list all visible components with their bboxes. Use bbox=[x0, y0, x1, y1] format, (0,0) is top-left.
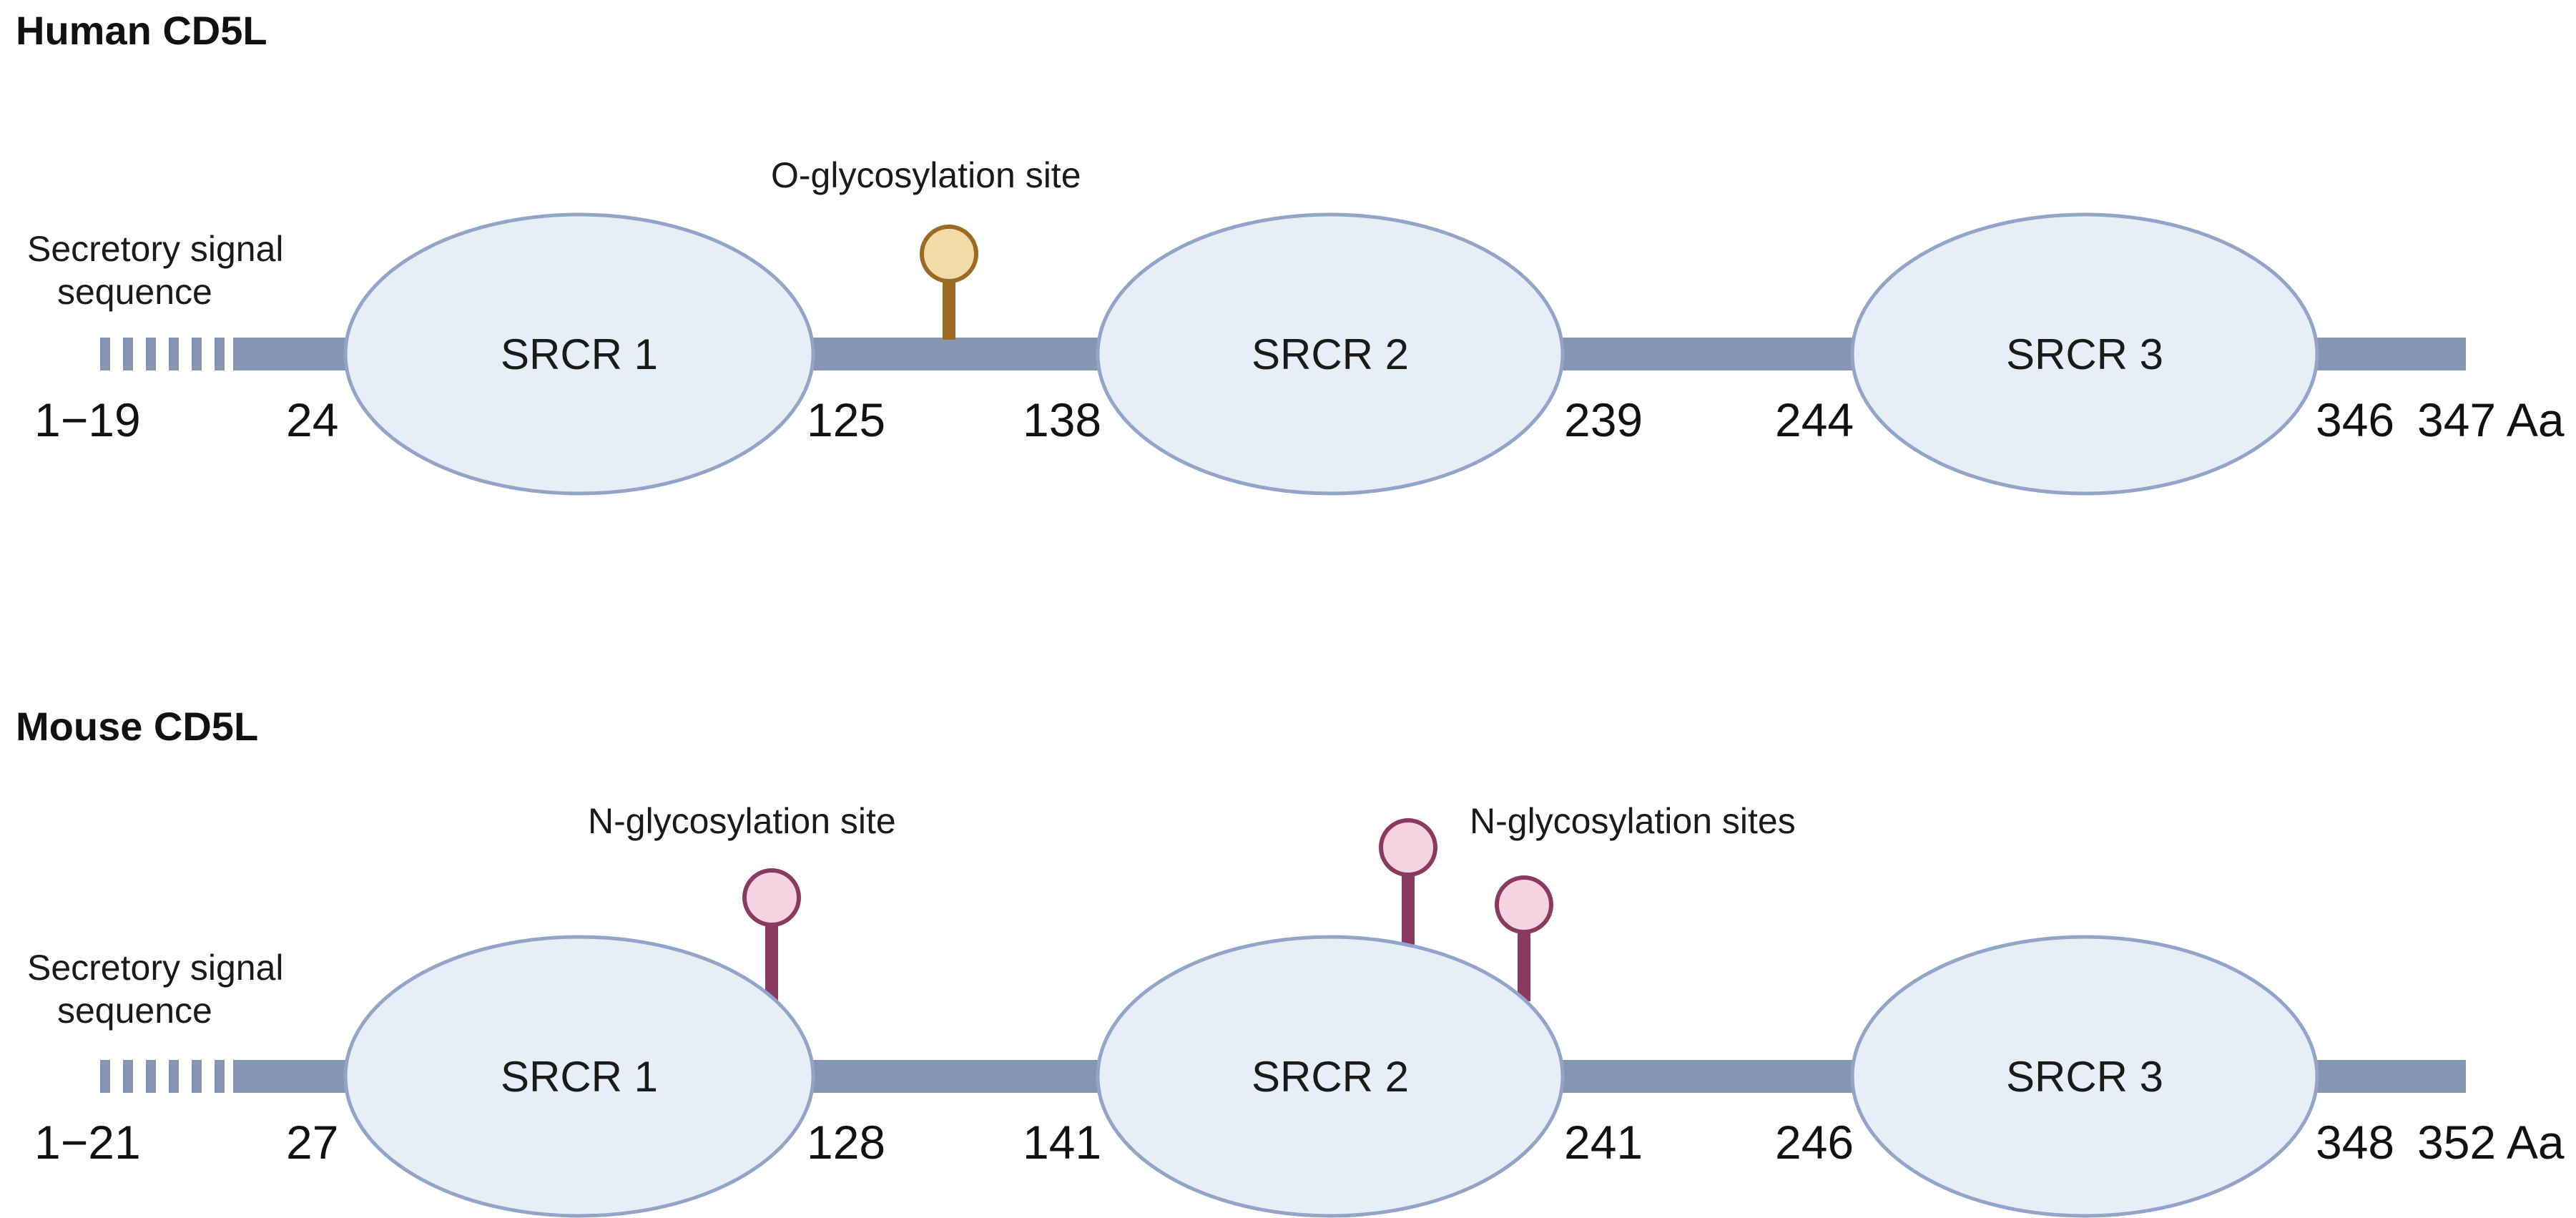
mouse-pos-27: 27 bbox=[286, 1116, 338, 1169]
signal-dash bbox=[123, 1060, 133, 1093]
mouse-pos-348: 348 bbox=[2316, 1116, 2394, 1169]
signal-dash bbox=[100, 338, 110, 370]
signal-dash bbox=[192, 1060, 202, 1093]
human-signal-label-line1: Secretory signal bbox=[27, 229, 284, 269]
human-srcr3-label: SRCR 3 bbox=[2006, 330, 2163, 378]
mouse-signal-range: 1−21 bbox=[34, 1116, 141, 1169]
signal-dash bbox=[169, 1060, 179, 1093]
signal-dash bbox=[215, 1060, 225, 1093]
mouse-n-glyco-label-single: N-glycosylation site bbox=[588, 801, 896, 841]
mouse-srcr2-domain bbox=[1096, 935, 1565, 1218]
mouse-pos-241: 241 bbox=[1564, 1116, 1643, 1169]
human-srcr2-label: SRCR 2 bbox=[1252, 330, 1409, 378]
human-pos-125: 125 bbox=[807, 393, 885, 446]
human-o-glycosylation-marker bbox=[920, 225, 978, 340]
o-glyco-head-icon bbox=[920, 225, 978, 283]
signal-dash bbox=[100, 1060, 110, 1093]
human-signal-label-line2: sequence bbox=[57, 272, 212, 312]
signal-dash bbox=[146, 338, 156, 370]
signal-dash bbox=[123, 338, 133, 370]
human-cd5l-panel: Human CD5L Secretory signal sequence O-g… bbox=[16, 8, 2565, 496]
mouse-srcr2-label: SRCR 2 bbox=[1252, 1053, 1409, 1101]
human-pos-244: 244 bbox=[1775, 393, 1854, 446]
mouse-srcr3-domain bbox=[1850, 935, 2319, 1218]
human-srcr1-label: SRCR 1 bbox=[501, 330, 658, 378]
human-srcr2-domain bbox=[1096, 212, 1565, 496]
n-glyco-head-icon bbox=[742, 868, 801, 927]
mouse-pos-246: 246 bbox=[1775, 1116, 1854, 1169]
mouse-srcr1-domain bbox=[343, 935, 815, 1218]
signal-dash bbox=[146, 1060, 156, 1093]
n-glyco-stalk bbox=[1402, 869, 1415, 948]
signal-dash bbox=[169, 338, 179, 370]
human-title: Human CD5L bbox=[16, 8, 267, 53]
n-glyco-stalk bbox=[1518, 930, 1530, 1001]
human-pos-346: 346 bbox=[2316, 393, 2394, 446]
mouse-signal-label-line2: sequence bbox=[57, 991, 212, 1031]
n-glyco-head-icon bbox=[1379, 818, 1437, 877]
human-pos-138: 138 bbox=[1023, 393, 1101, 446]
mouse-signal-label-line1: Secretory signal bbox=[27, 948, 284, 988]
signal-dash bbox=[192, 338, 202, 370]
mouse-cd5l-panel: Mouse CD5L Secretory signal sequence SRC… bbox=[16, 704, 2565, 1218]
human-srcr3-domain bbox=[1850, 212, 2319, 496]
mouse-end-position: 352 Aa bbox=[2417, 1116, 2565, 1169]
mouse-n-glyco-label-multi: N-glycosylation sites bbox=[1470, 801, 1796, 841]
n-glyco-head-icon bbox=[1495, 875, 1553, 934]
mouse-pos-141: 141 bbox=[1023, 1116, 1101, 1169]
mouse-srcr3-label: SRCR 3 bbox=[2006, 1053, 2163, 1101]
human-o-glyco-label: O-glycosylation site bbox=[771, 155, 1081, 195]
mouse-signal-peptide bbox=[100, 1060, 225, 1093]
o-glyco-stalk bbox=[943, 275, 955, 340]
human-signal-peptide bbox=[100, 338, 225, 370]
human-pos-239: 239 bbox=[1564, 393, 1643, 446]
human-srcr1-domain bbox=[343, 212, 815, 496]
human-pos-24: 24 bbox=[286, 393, 338, 446]
mouse-srcr1-label: SRCR 1 bbox=[501, 1053, 658, 1101]
signal-dash bbox=[215, 338, 225, 370]
mouse-pos-128: 128 bbox=[807, 1116, 885, 1169]
human-signal-range: 1−19 bbox=[34, 393, 141, 446]
human-end-position: 347 Aa bbox=[2417, 393, 2565, 446]
mouse-title: Mouse CD5L bbox=[16, 704, 258, 749]
